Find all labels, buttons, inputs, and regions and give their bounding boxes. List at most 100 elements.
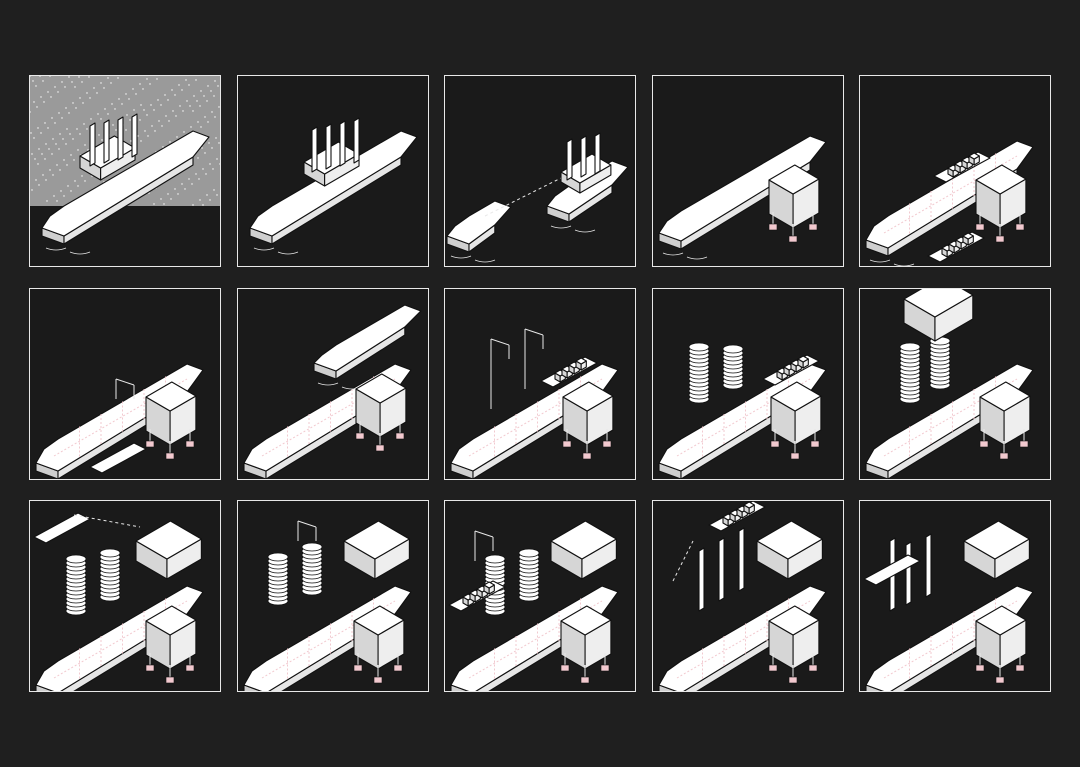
- site-pattern-dot: [100, 82, 102, 84]
- site-pattern-dot: [167, 193, 169, 195]
- site-pattern-dot: [216, 158, 218, 160]
- module-foot: [375, 444, 385, 452]
- site-pattern-dot: [50, 96, 52, 98]
- site-pattern-dot: [126, 114, 128, 116]
- panel-3-2: [237, 500, 429, 692]
- panel-2-4: [652, 288, 844, 480]
- pole: [738, 527, 745, 592]
- panel-drawing: [243, 304, 422, 479]
- site-pattern-dot: [201, 147, 203, 149]
- site-pattern-dot: [56, 200, 58, 202]
- site-pattern-dot: [66, 128, 68, 130]
- site-pattern-dot: [217, 85, 219, 87]
- barge: [89, 442, 147, 474]
- module-foot: [770, 440, 780, 448]
- site-pattern-dot: [114, 108, 116, 110]
- panel-3-1: [29, 500, 221, 692]
- site-pattern-dot: [100, 118, 102, 120]
- panel-drawing: [35, 363, 204, 479]
- site-pattern-dot: [211, 111, 213, 113]
- panel-2-2: [237, 288, 429, 480]
- site-pattern-dot: [97, 113, 99, 115]
- site-pattern-dot: [115, 129, 117, 131]
- module: [550, 520, 617, 580]
- pier-module: [975, 164, 1027, 243]
- site-pattern-dot: [67, 185, 69, 187]
- panel-2-3: [444, 288, 636, 480]
- pole: [905, 541, 912, 606]
- tower-disc: [899, 342, 921, 352]
- travel-path: [73, 514, 141, 528]
- site-pattern-dot: [46, 200, 48, 202]
- site-pattern-dot: [72, 138, 74, 140]
- module: [135, 520, 202, 580]
- site-pattern-dot: [212, 168, 214, 170]
- site-pattern-dot: [190, 126, 192, 128]
- site-pattern-dot: [98, 134, 100, 136]
- module-foot: [808, 664, 818, 672]
- panel-3-3: [444, 500, 636, 692]
- module-block: [562, 381, 614, 446]
- panel-drawing: [249, 117, 418, 255]
- site-pattern-dot: [30, 132, 32, 134]
- site-pattern-dot: [216, 194, 218, 196]
- site-pattern-dot: [210, 90, 212, 92]
- site-pattern-dot: [68, 112, 70, 114]
- site-pattern-dot: [84, 180, 86, 182]
- crane-right: [524, 328, 544, 389]
- site-pattern-dot: [101, 139, 103, 141]
- tower-disc: [65, 554, 87, 564]
- container: [797, 355, 809, 369]
- water-ripple: [869, 259, 915, 266]
- module-block: [353, 605, 405, 670]
- container: [968, 152, 980, 166]
- module-foot: [395, 432, 405, 440]
- module-foot: [995, 676, 1005, 684]
- vessel-hull: [41, 130, 210, 255]
- module-foot: [580, 676, 590, 684]
- site-pattern-dot: [65, 143, 67, 145]
- site-pattern-dot: [132, 88, 134, 90]
- site-pattern-dot: [161, 125, 163, 127]
- panel-3-4: [652, 500, 844, 692]
- module: [963, 520, 1030, 580]
- site-pattern-dot: [207, 121, 209, 123]
- water-ripple: [450, 255, 496, 263]
- site-pattern-dot: [76, 128, 78, 130]
- tower-post: [89, 122, 96, 167]
- site-pattern-dot: [213, 189, 215, 191]
- panel-2-5: [859, 288, 1051, 480]
- module-block: [975, 605, 1027, 670]
- site-pattern-dot: [164, 94, 166, 96]
- site-pattern-dot: [170, 198, 172, 200]
- site-pattern-dot: [176, 136, 178, 138]
- site-pattern-dot: [110, 82, 112, 84]
- site-pattern-dot: [204, 152, 206, 154]
- container: [575, 357, 587, 371]
- tow-line: [484, 175, 566, 217]
- module-foot: [560, 664, 570, 672]
- site-pattern-dot: [149, 83, 151, 85]
- site-pattern-dot: [55, 143, 57, 145]
- site-pattern-dot: [74, 180, 76, 182]
- site-pattern-dot: [75, 107, 77, 109]
- tower-disc: [99, 548, 121, 558]
- site-pattern-dot: [174, 188, 176, 190]
- panel-1-1: [29, 75, 221, 267]
- site-pattern-dot: [137, 135, 139, 137]
- site-pattern-dot: [81, 175, 83, 177]
- stacked-tower: [518, 548, 540, 602]
- site-pattern-dot: [59, 133, 61, 135]
- tower-disc: [518, 548, 540, 558]
- site-pattern-dot: [63, 195, 65, 197]
- site-pattern-dot: [70, 154, 72, 156]
- site-pattern-dot: [83, 123, 85, 125]
- site-pattern-dot: [68, 76, 70, 78]
- water-ripple: [550, 225, 596, 233]
- site-pattern-dot: [143, 109, 145, 111]
- site-pattern-dot: [135, 93, 137, 95]
- site-pattern-dot: [140, 140, 142, 142]
- module-foot: [768, 664, 778, 672]
- site-pattern-dot: [157, 99, 159, 101]
- module-block: [975, 164, 1027, 229]
